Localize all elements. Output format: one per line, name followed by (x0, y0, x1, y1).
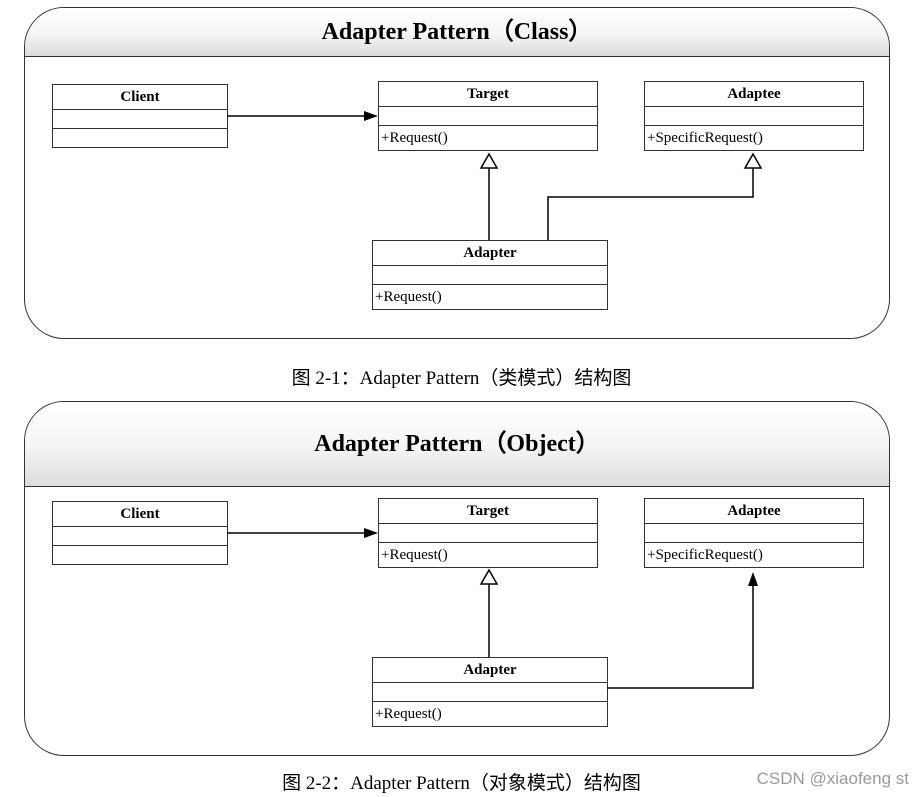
adaptee-class-name: Adaptee (645, 82, 863, 107)
target-class-name: Target (379, 82, 597, 107)
figure-caption-2-1: 图 2-1：Adapter Pattern（类模式）结构图 (291, 368, 632, 389)
target-class-box: Target +Request() (378, 81, 598, 151)
adapter-operation: +Request() (375, 289, 442, 305)
adapter-attributes (373, 266, 607, 285)
generalization-triangle (743, 152, 763, 169)
adaptee-class-box: Adaptee +SpecificRequest() (644, 81, 864, 151)
class-adapter-title: Adapter Pattern（Class） (25, 8, 889, 57)
adaptee-operation: +SpecificRequest() (647, 547, 763, 563)
object-adapter-title: Adapter Pattern（Object） (25, 402, 889, 487)
adaptee-attributes (645, 524, 863, 543)
target-class-box: Target +Request() (378, 498, 598, 568)
client-class-name: Client (53, 502, 227, 527)
adapter-class-box: Adapter +Request() (372, 657, 608, 727)
generalization-triangle (479, 152, 499, 169)
adaptee-class-name: Adaptee (645, 499, 863, 524)
adaptee-operation: +SpecificRequest() (647, 130, 763, 146)
target-attributes (379, 524, 597, 543)
client-attributes (53, 527, 227, 546)
figure-caption-2-2: 图 2-2：Adapter Pattern（对象模式）结构图 (282, 773, 641, 794)
adapter-attributes (373, 683, 607, 702)
target-operation: +Request() (381, 130, 448, 146)
generalization-triangle (479, 568, 499, 585)
association-arrowhead (364, 528, 378, 538)
csdn-watermark: CSDN @xiaofeng st (756, 769, 909, 788)
target-attributes (379, 107, 597, 126)
client-class-box: Client (52, 501, 228, 565)
target-class-name: Target (379, 499, 597, 524)
target-operation: +Request() (381, 547, 448, 563)
class-adapter-connectors (227, 111, 763, 240)
adapter-class-name: Adapter (373, 241, 607, 266)
adapter-class-box: Adapter +Request() (372, 240, 608, 310)
adapter-class-name: Adapter (373, 658, 607, 683)
client-attributes (53, 110, 227, 129)
adaptee-class-box: Adaptee +SpecificRequest() (644, 498, 864, 568)
association-arrowhead (364, 111, 378, 121)
adaptee-attributes (645, 107, 863, 126)
generalization-adapter-adaptee (547, 168, 754, 240)
association-arrowhead (748, 572, 758, 586)
client-class-box: Client (52, 84, 228, 148)
adapter-operation: +Request() (375, 706, 442, 722)
association-adapter-adaptee (607, 586, 754, 689)
client-class-name: Client (53, 85, 227, 110)
